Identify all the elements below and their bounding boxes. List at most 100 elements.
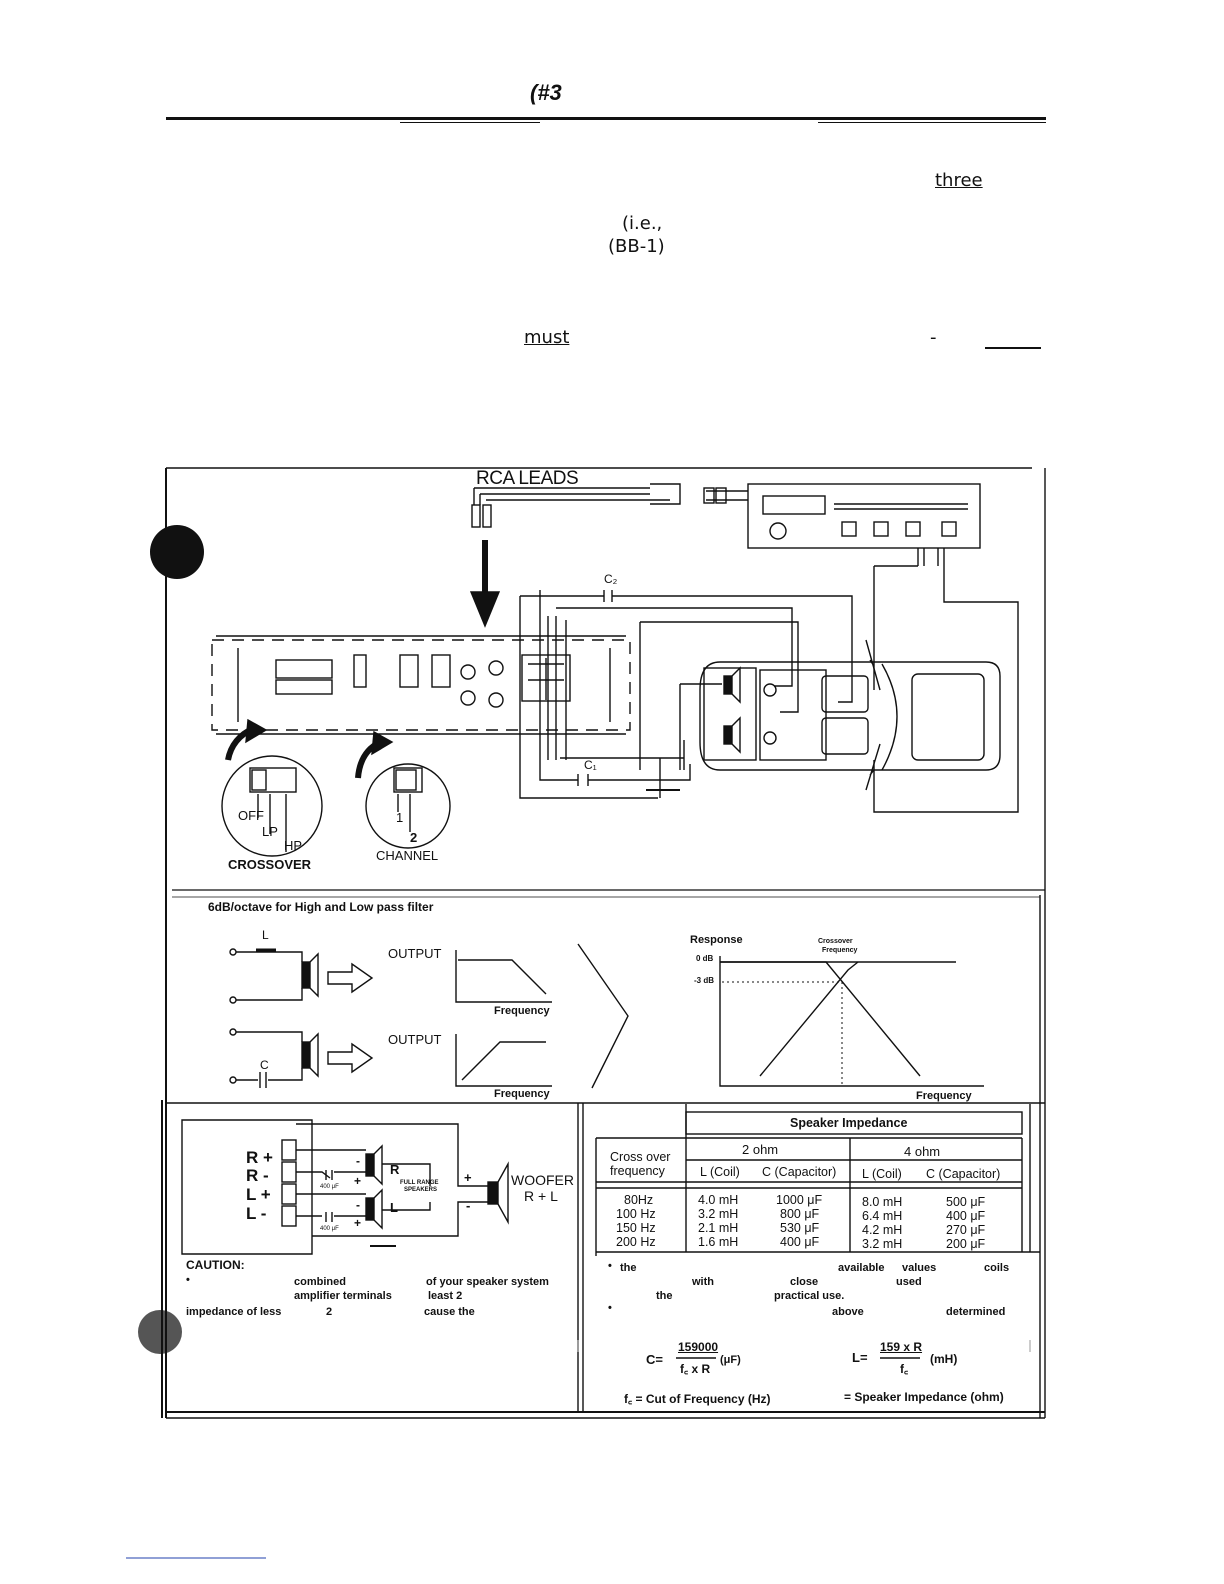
note-frag-8: the xyxy=(656,1290,673,1302)
text-must: must xyxy=(524,327,570,348)
filter-title: 6dB/octave for High and Low pass filter xyxy=(208,900,434,914)
inductor-l-label: L xyxy=(262,928,269,942)
note-frag-7: used xyxy=(896,1276,922,1288)
minus-label-2: - xyxy=(356,1198,360,1212)
cap-label-2: 400 μF xyxy=(320,1226,339,1232)
text-blank-line xyxy=(985,347,1041,349)
cell-c2: 530 μF xyxy=(780,1221,820,1235)
table-coil-header-2ohm: L (Coil) xyxy=(700,1165,740,1179)
capacitor-c-label: C xyxy=(260,1058,269,1072)
table-cap-header-4ohm: C (Capacitor) xyxy=(926,1167,1001,1181)
cell-c2: 1000 μF xyxy=(776,1193,823,1207)
channel-label: CHANNEL xyxy=(376,848,439,863)
cell-freq: 100 Hz xyxy=(616,1207,656,1221)
note-frag-4: coils xyxy=(984,1262,1010,1274)
speaker-r-label: R xyxy=(390,1162,400,1177)
cell-l2: 3.2 mH xyxy=(698,1207,739,1221)
cap-label-1: 400 μF xyxy=(320,1184,339,1190)
cell-c4: 400 μF xyxy=(946,1209,986,1223)
cell-l4: 3.2 mH xyxy=(862,1237,903,1251)
zero-db-label: 0 dB xyxy=(696,954,714,963)
caution-bullet: • xyxy=(186,1274,190,1286)
note-frag-10: above xyxy=(832,1306,864,1318)
note-frag-6: close xyxy=(790,1276,819,1288)
formula-l-lhs: L= xyxy=(852,1350,868,1365)
note-frag-9: practical use. xyxy=(774,1290,845,1302)
caution-frag-7: cause the xyxy=(424,1306,475,1318)
legend-speaker-impedance: = Speaker Impedance (ohm) xyxy=(844,1390,1004,1404)
page-title: (#3 xyxy=(530,80,562,105)
crossover-frequency-label-1: Crossover xyxy=(818,938,853,945)
text-three: three xyxy=(935,170,983,191)
table-crossover-header-1: Cross over xyxy=(610,1150,671,1164)
cell-l2: 1.6 mH xyxy=(698,1235,739,1249)
cell-freq: 150 Hz xyxy=(616,1221,656,1235)
terminal-r-minus: R - xyxy=(246,1166,269,1185)
woofer-plus-label: + xyxy=(464,1170,472,1185)
cell-c2: 800 μF xyxy=(780,1207,820,1221)
cell-l4: 8.0 mH xyxy=(862,1195,903,1209)
table-2ohm-header: 2 ohm xyxy=(742,1142,779,1157)
crossover-label: CROSSOVER xyxy=(228,857,312,872)
cell-l4: 6.4 mH xyxy=(862,1209,903,1223)
crossover-frequency-label-2: Frequency xyxy=(822,947,858,954)
legend-cutoff-frequency: f꜀ = Cut of Frequency (Hz) xyxy=(624,1392,771,1406)
formula-c-lhs: C= xyxy=(646,1352,663,1367)
frequency-label-2: Frequency xyxy=(494,1088,550,1100)
scan-blotch-1 xyxy=(150,525,204,579)
text-ie: (i.e., xyxy=(622,213,663,234)
note-frag-3: values xyxy=(902,1262,937,1274)
formula-c-unit: (μF) xyxy=(720,1354,741,1366)
terminal-r-plus: R + xyxy=(246,1148,273,1167)
caution-heading: CAUTION: xyxy=(186,1258,245,1272)
note-frag-1: the xyxy=(620,1262,637,1274)
table-title: Speaker Impedance xyxy=(790,1116,908,1130)
scan-blotch-2 xyxy=(138,1310,182,1354)
capacitor-c2-label: C₂ xyxy=(604,572,618,586)
table-4ohm-header: 4 ohm xyxy=(904,1144,941,1159)
caution-frag-2: of your speaker system xyxy=(426,1276,549,1288)
frequency-label-1: Frequency xyxy=(494,1005,550,1017)
switch-hp-label: HP xyxy=(284,838,303,853)
note-bullet-2: • xyxy=(608,1302,612,1314)
full-range-label-1: FULL RANGE xyxy=(400,1180,439,1186)
caution-frag-1: combined xyxy=(294,1276,346,1288)
note-bullet-1: • xyxy=(608,1260,612,1272)
caution-frag-5: impedance of less xyxy=(186,1306,282,1318)
cell-freq: 200 Hz xyxy=(616,1235,656,1249)
frequency-label-3: Frequency xyxy=(916,1090,972,1102)
formula-l-unit: (mH) xyxy=(930,1352,958,1366)
note-frag-5: with xyxy=(692,1276,714,1288)
formula-l-denominator: f꜀ xyxy=(900,1362,909,1376)
caution-frag-3: amplifier terminals xyxy=(294,1290,392,1302)
caution-frag-6: 2 xyxy=(326,1306,333,1318)
response-label: Response xyxy=(690,934,743,946)
cell-l4: 4.2 mH xyxy=(862,1223,903,1237)
full-range-label-2: SPEAKERS xyxy=(404,1187,438,1193)
text-bb1: (BB-1) xyxy=(608,236,665,257)
plus-label-2: + xyxy=(354,1216,362,1230)
output-label-1: OUTPUT xyxy=(388,946,442,961)
cell-l2: 2.1 mH xyxy=(698,1221,739,1235)
table-coil-header-4ohm: L (Coil) xyxy=(862,1167,902,1181)
speaker-l-label: L xyxy=(390,1200,398,1215)
plus-label-1: + xyxy=(354,1174,362,1188)
capacitor-c1-label: C₁ xyxy=(584,758,597,772)
switch-off-label: OFF xyxy=(238,808,264,823)
formula-l-numerator: 159 x R xyxy=(880,1340,923,1354)
table-cap-header-2ohm: C (Capacitor) xyxy=(762,1165,837,1179)
header-rule-accent-2 xyxy=(818,122,1046,123)
header-rule-accent-1 xyxy=(400,122,540,123)
woofer-label: WOOFER xyxy=(511,1172,574,1188)
header-rule xyxy=(166,117,1046,120)
woofer-minus-label: - xyxy=(466,1198,471,1213)
text-dash: - xyxy=(930,327,937,348)
terminal-l-plus: L + xyxy=(246,1185,271,1204)
minus-label-1: - xyxy=(356,1154,360,1168)
cell-c4: 270 μF xyxy=(946,1223,986,1237)
cell-l2: 4.0 mH xyxy=(698,1193,739,1207)
note-frag-2: available xyxy=(838,1262,885,1274)
terminal-l-minus: L - xyxy=(246,1204,267,1223)
minus-3db-label: -3 dB xyxy=(694,976,714,985)
